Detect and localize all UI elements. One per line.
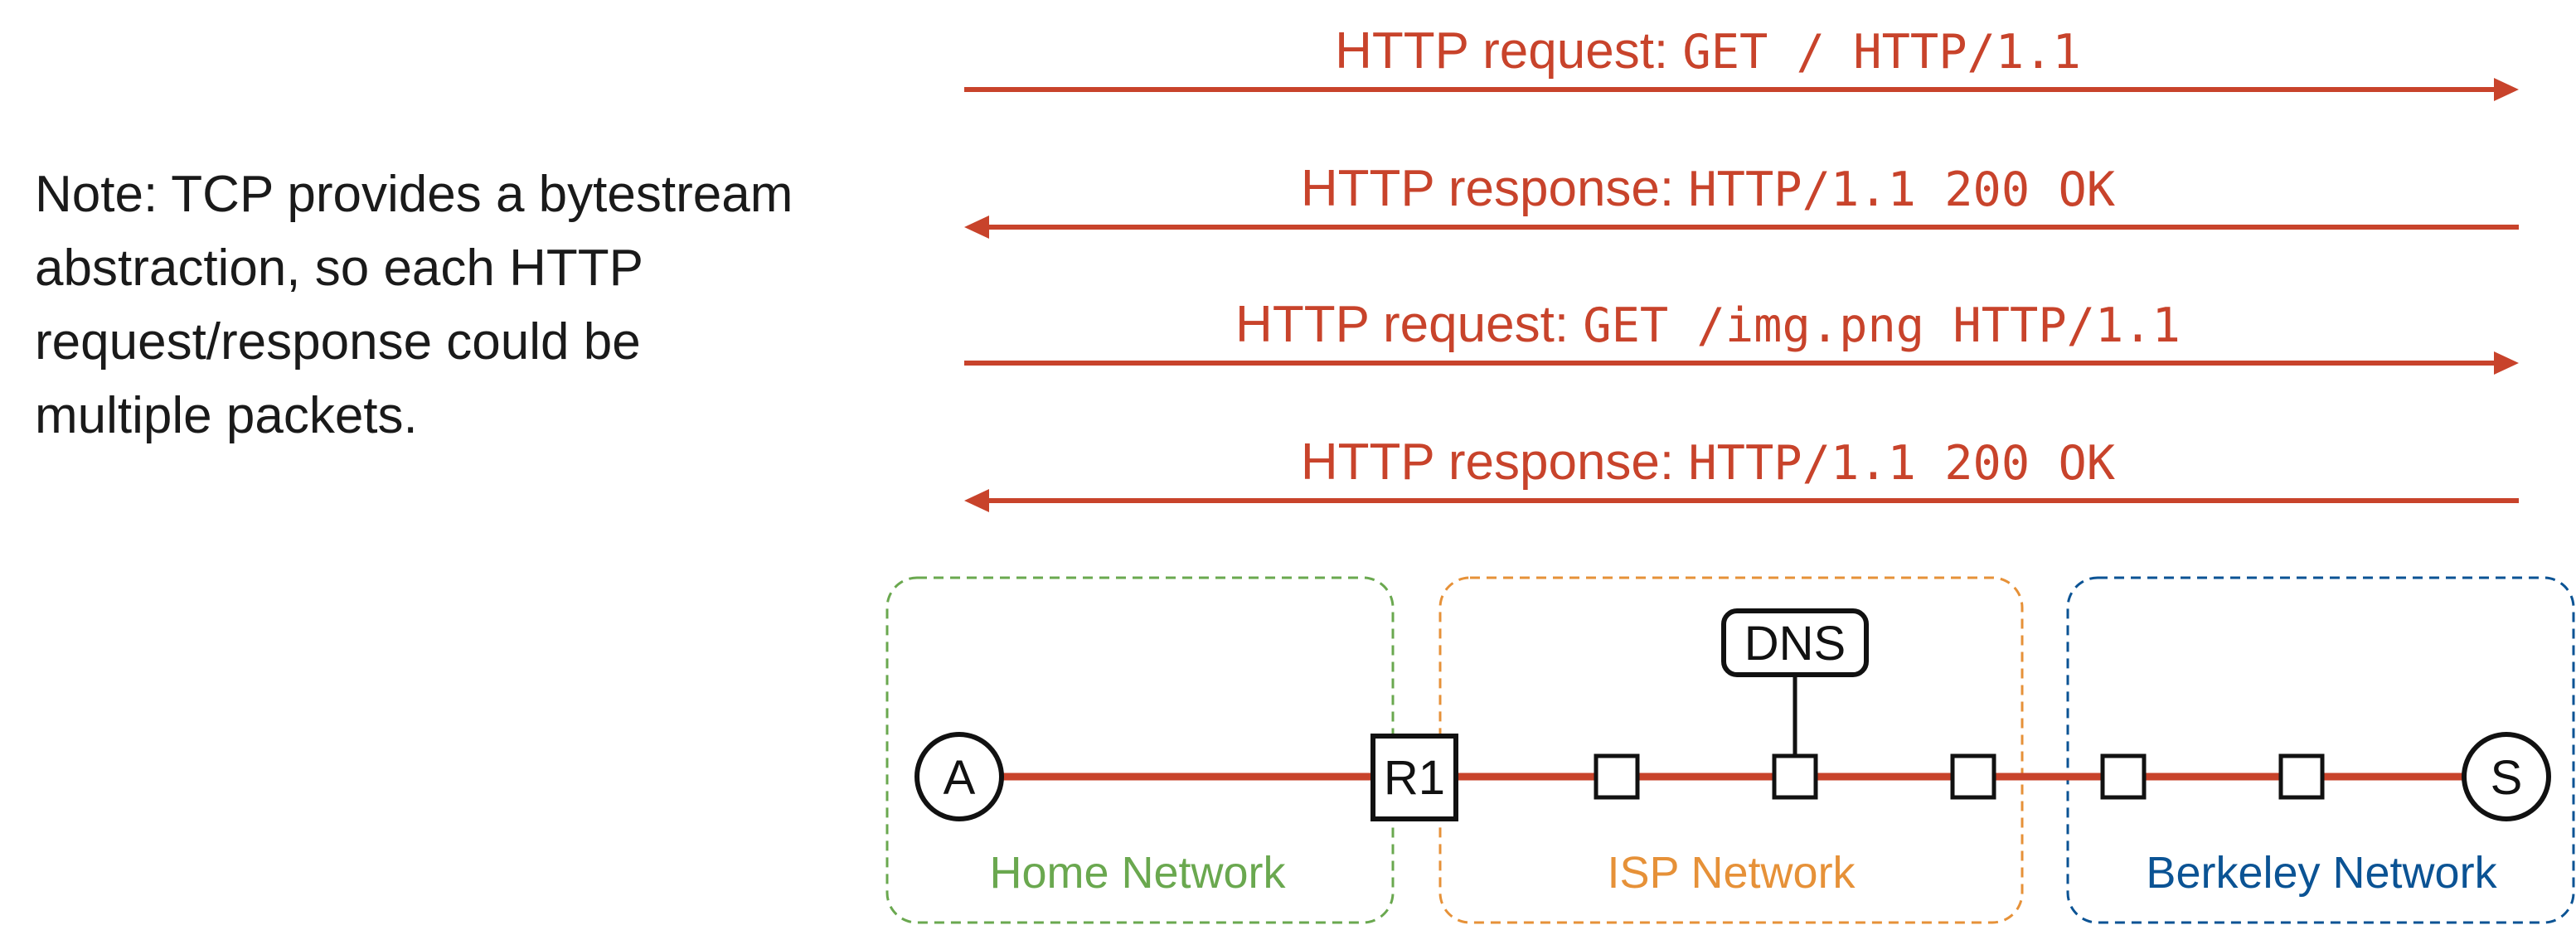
server-circle bbox=[2462, 732, 2551, 821]
router-node bbox=[2278, 753, 2325, 800]
dns-box bbox=[1721, 608, 1869, 677]
arrow-head-left bbox=[964, 216, 989, 239]
arrow-head-right bbox=[2494, 351, 2519, 375]
message-response-2: HTTP response: HTTP/1.1 200 OK bbox=[964, 434, 2519, 512]
berkeley-network-label: Berkeley Network bbox=[2146, 848, 2497, 898]
router-node bbox=[1950, 753, 1996, 800]
message-label: HTTP response: HTTP/1.1 200 OK bbox=[1301, 434, 2116, 491]
message-prefix: HTTP response: bbox=[1301, 434, 1688, 491]
router-node bbox=[1594, 753, 1640, 800]
server-s-label: S bbox=[2491, 751, 2523, 805]
host-circle bbox=[914, 732, 1004, 821]
router-r1: R1 bbox=[1370, 734, 1458, 821]
message-code: HTTP/1.1 200 OK bbox=[1688, 436, 2115, 491]
router-node bbox=[2100, 753, 2147, 800]
note-line: multiple packets. bbox=[35, 387, 418, 444]
arrow-head-right bbox=[2494, 78, 2519, 101]
router-box bbox=[1370, 734, 1458, 821]
note-line: abstraction, so each HTTP bbox=[35, 240, 643, 297]
message-response-1: HTTP response: HTTP/1.1 200 OK bbox=[964, 160, 2519, 239]
note-text: Note: TCP provides a bytestream abstract… bbox=[35, 157, 864, 453]
note-line: Note: TCP provides a bytestream bbox=[35, 166, 793, 223]
berkeley-network-region bbox=[2066, 576, 2575, 924]
message-prefix: HTTP request: bbox=[1335, 22, 1682, 80]
message-code: HTTP/1.1 200 OK bbox=[1688, 162, 2115, 217]
note-line: request/response could be bbox=[35, 313, 641, 371]
message-request-1: HTTP request: GET / HTTP/1.1 bbox=[964, 22, 2519, 101]
host-a: A bbox=[914, 732, 1004, 821]
message-code: GET / HTTP/1.1 bbox=[1682, 25, 2080, 80]
message-code: GET /img.png HTTP/1.1 bbox=[1583, 298, 2181, 353]
arrow-head-left bbox=[964, 489, 989, 512]
router-r1-label: R1 bbox=[1384, 751, 1445, 805]
router-node bbox=[1772, 753, 1818, 800]
message-request-2: HTTP request: GET /img.png HTTP/1.1 bbox=[964, 296, 2519, 375]
message-label: HTTP response: HTTP/1.1 200 OK bbox=[1301, 160, 2116, 217]
message-prefix: HTTP response: bbox=[1301, 160, 1688, 217]
dns-server: DNS bbox=[1721, 608, 1869, 677]
message-prefix: HTTP request: bbox=[1235, 296, 1583, 353]
message-label: HTTP request: GET / HTTP/1.1 bbox=[1335, 22, 2081, 80]
host-a-label: A bbox=[944, 751, 976, 805]
message-label: HTTP request: GET /img.png HTTP/1.1 bbox=[1235, 296, 2181, 353]
isp-network-label: ISP Network bbox=[1607, 848, 1856, 898]
home-network-label: Home Network bbox=[989, 848, 1286, 898]
server-s: S bbox=[2462, 732, 2551, 821]
dns-label: DNS bbox=[1744, 617, 1846, 671]
